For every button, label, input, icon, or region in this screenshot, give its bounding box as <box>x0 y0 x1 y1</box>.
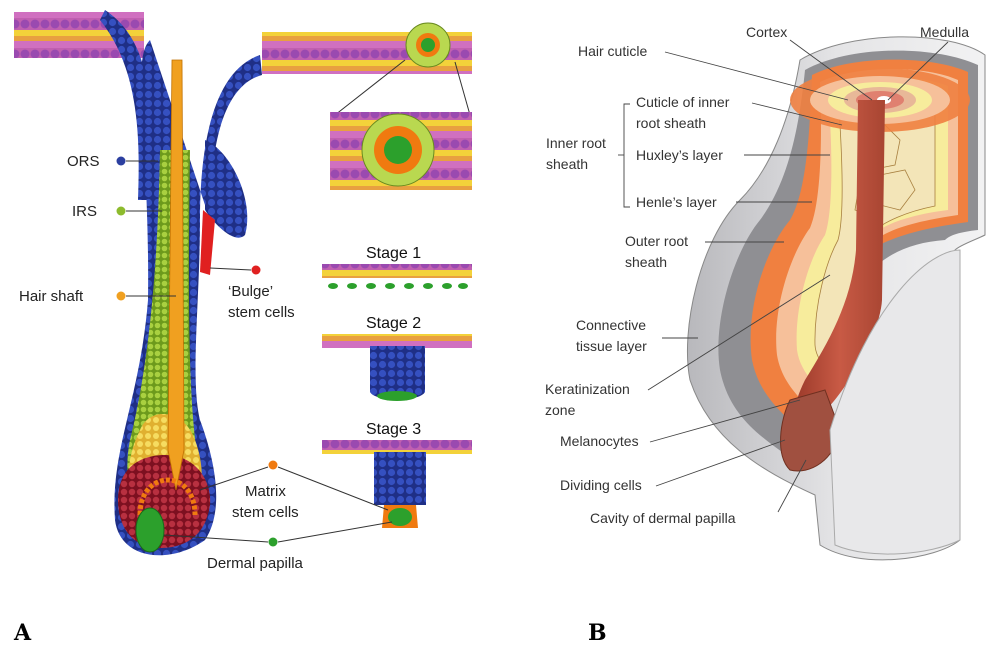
stage-1-diagram <box>322 264 472 289</box>
zoom-inset-papilla <box>384 136 412 164</box>
bulge-stem-region <box>200 210 215 275</box>
panel-a-labels: ORS IRS Hair shaft ‘Bulge’ stem cells Ma… <box>13 153 421 646</box>
panel-letter-a: A <box>13 620 32 646</box>
label-cavity: Cavity of dermal papilla <box>590 510 736 526</box>
stage-3-diagram <box>322 440 472 528</box>
label-medulla: Medulla <box>920 24 969 40</box>
papilla-leader-right <box>278 522 392 542</box>
label-inner-root-2: sheath <box>546 156 588 172</box>
label-cuticle-irs-2: root sheath <box>636 115 706 131</box>
hair-shaft-marker <box>117 292 126 301</box>
label-cortex: Cortex <box>746 24 787 40</box>
label-dermal-papilla: Dermal papilla <box>207 555 304 572</box>
label-matrix-line2: stem cells <box>232 504 299 521</box>
label-irs: IRS <box>72 203 97 220</box>
bulge-leader <box>210 268 251 270</box>
label-hair-cuticle: Hair cuticle <box>578 43 647 59</box>
label-outer-root-1: Outer root <box>625 233 688 249</box>
stage-2-diagram <box>322 334 472 401</box>
label-henle: Henle’s layer <box>636 194 717 210</box>
bulge-marker <box>252 266 261 275</box>
panel-b-illustration <box>687 37 985 560</box>
label-connective-1: Connective <box>576 317 646 333</box>
dermal-papilla-marker <box>269 538 278 547</box>
inner-root-bracket <box>624 104 630 207</box>
label-inner-root-1: Inner root <box>546 135 606 151</box>
dermal-papilla-shape <box>136 508 164 552</box>
label-connective-2: tissue layer <box>576 338 647 354</box>
label-huxley: Huxley’s layer <box>636 147 723 163</box>
label-hair-shaft: Hair shaft <box>19 288 84 305</box>
label-bulge-line1: ‘Bulge’ <box>228 283 273 300</box>
label-stage-3: Stage 3 <box>366 421 421 438</box>
label-melanocytes: Melanocytes <box>560 433 639 449</box>
panel-letter-b: B <box>588 620 607 646</box>
label-ors: ORS <box>67 153 100 170</box>
matrix-marker <box>269 461 278 470</box>
ors-marker <box>117 157 126 166</box>
label-bulge-line2: stem cells <box>228 304 295 321</box>
label-stage-1: Stage 1 <box>366 245 421 262</box>
inset-follicle-papilla <box>421 38 435 52</box>
label-matrix-line1: Matrix <box>245 483 286 500</box>
label-keratin-1: Keratinization <box>545 381 630 397</box>
label-dividing: Dividing cells <box>560 477 642 493</box>
label-cuticle-irs-1: Cuticle of inner <box>636 94 730 110</box>
label-outer-root-2: sheath <box>625 254 667 270</box>
irs-marker <box>117 207 126 216</box>
label-keratin-2: zone <box>545 402 576 418</box>
label-stage-2: Stage 2 <box>366 315 421 332</box>
